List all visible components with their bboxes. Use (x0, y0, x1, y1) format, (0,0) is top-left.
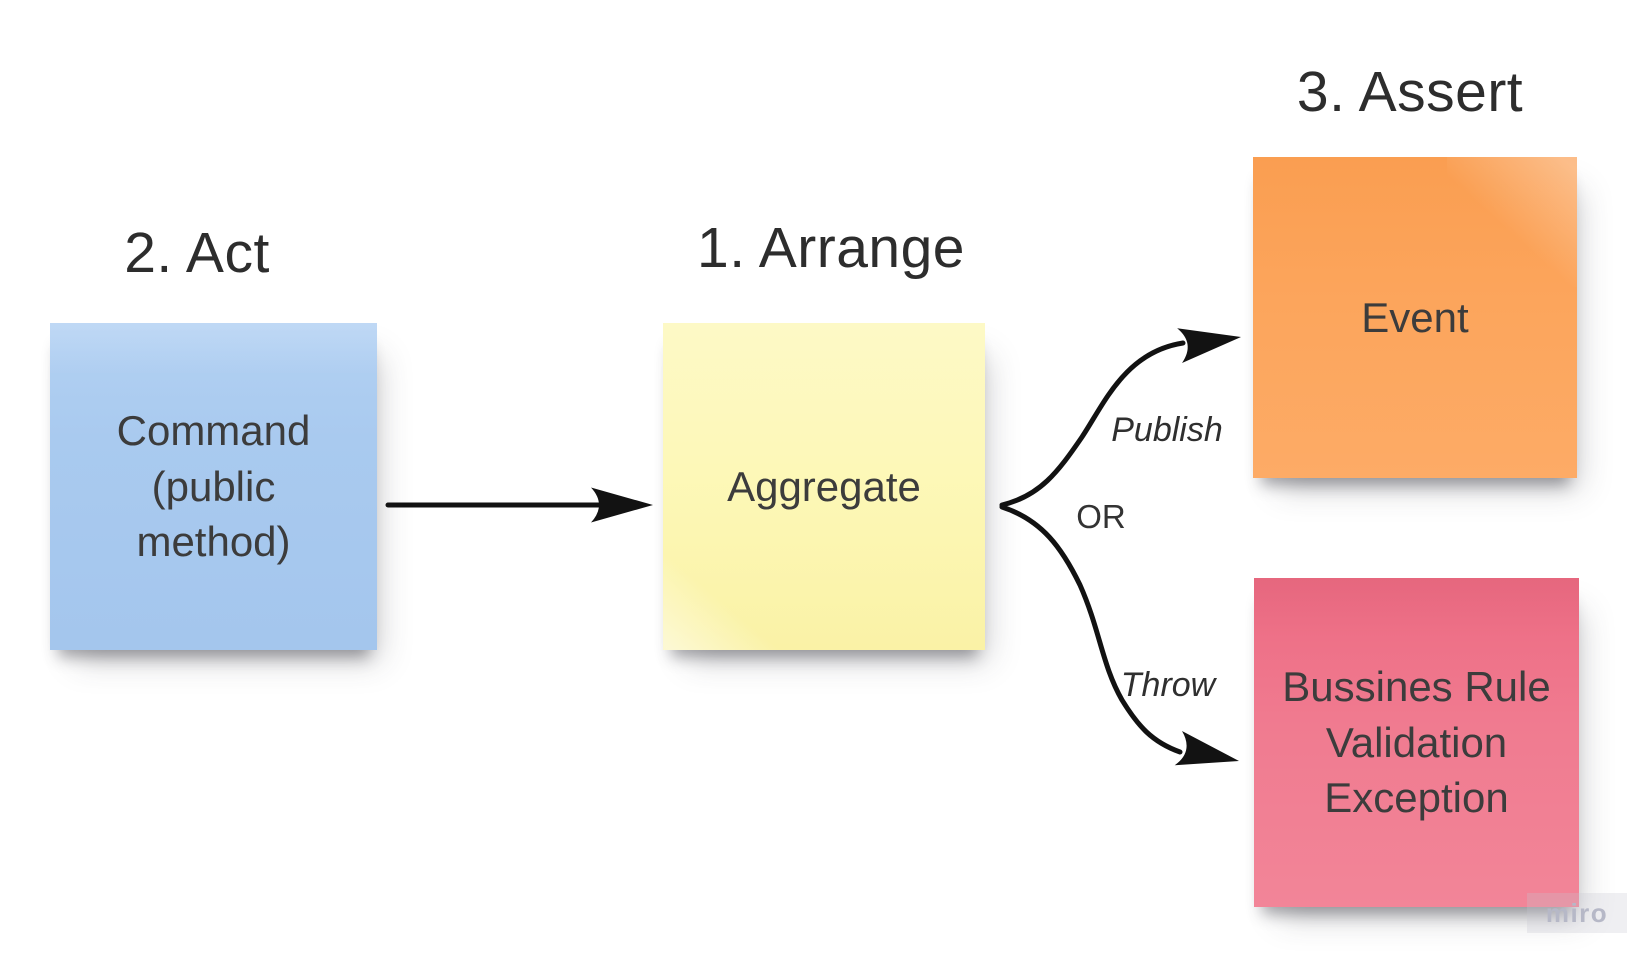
throw-arrowhead (1174, 730, 1239, 766)
event-note-text: Event (1361, 293, 1469, 341)
exception-note-text: Bussines Rule Validation Exception (1282, 662, 1551, 822)
publish-arrowhead (1177, 328, 1241, 363)
aggregate-to-exception-connector[interactable] (999, 504, 1243, 778)
miro-watermark: miro (1527, 893, 1627, 933)
aggregate-sticky-note[interactable]: Aggregate (663, 323, 985, 650)
exception-sticky-note[interactable]: Bussines Rule Validation Exception (1254, 578, 1579, 907)
assert-step-title[interactable]: 3. Assert (1296, 60, 1524, 124)
publish-curve[interactable] (999, 340, 1186, 508)
command-to-aggregate-connector[interactable] (385, 487, 653, 523)
command-sticky-note[interactable]: Command (public method) (50, 323, 377, 650)
event-sticky-note[interactable]: Event (1253, 157, 1577, 478)
arrange-step-title[interactable]: 1. Arrange (696, 216, 966, 280)
command-note-text: Command (public method) (116, 406, 311, 566)
aggregate-note-text: Aggregate (727, 462, 921, 510)
or-connector-label[interactable]: OR (1076, 498, 1126, 535)
publish-connector-label[interactable]: Publish (1111, 411, 1223, 449)
miro-logo: miro (1545, 897, 1609, 928)
throw-curve[interactable] (999, 504, 1183, 755)
throw-connector-label[interactable]: Throw (1120, 666, 1216, 704)
act-step-title[interactable]: 2. Act (124, 221, 270, 285)
